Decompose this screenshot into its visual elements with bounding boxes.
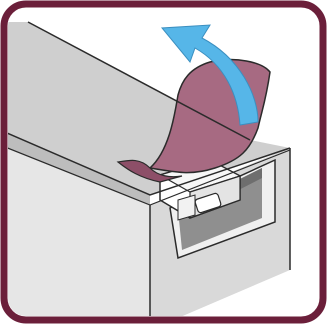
- peel-tab-diagram: [0, 0, 327, 324]
- instruction-illustration: [0, 0, 327, 324]
